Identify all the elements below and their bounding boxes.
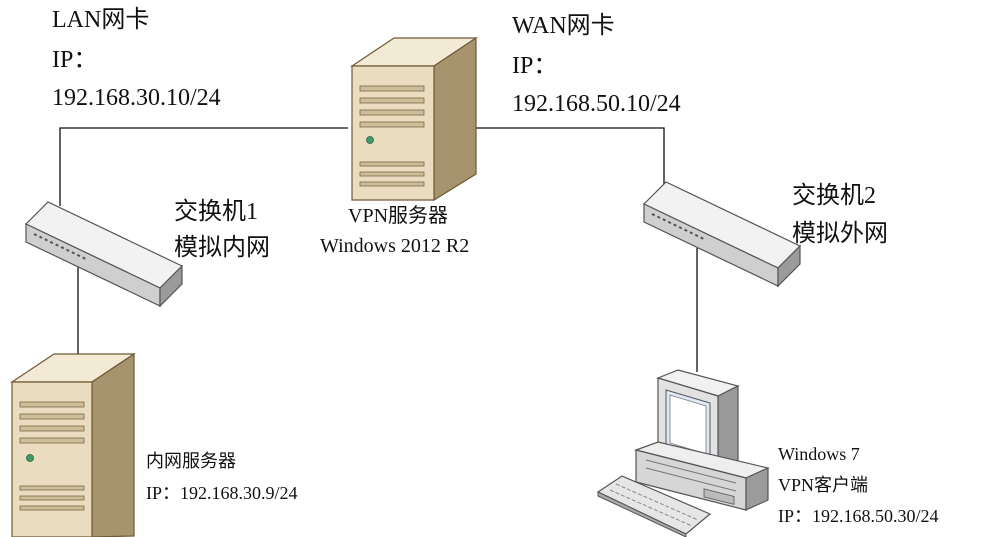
vpn-server-icon — [350, 36, 478, 202]
link-vpn-server-to-switch2 — [464, 127, 665, 188]
lan-nic-ip-label: IP： — [52, 47, 98, 73]
vpn-server-os: Windows 2012 R2 — [320, 235, 470, 257]
switch1-name: 交换机1 — [174, 199, 258, 225]
lan-nic-title: LAN网卡 — [52, 7, 150, 33]
intranet-server-name: 内网服务器 — [146, 451, 236, 471]
vpn-client-os: Windows 7 — [778, 444, 860, 464]
intranet-server-icon — [10, 352, 136, 537]
wan-nic-ip-label: IP： — [512, 53, 558, 79]
switch2-icon — [642, 181, 802, 288]
lan-nic-ip: 192.168.30.10/24 — [52, 85, 221, 111]
vpn-client-ip: IP：192.168.50.30/24 — [778, 506, 939, 526]
vpn-server-name: VPN服务器 — [348, 205, 449, 227]
switch1-icon — [24, 201, 184, 308]
switch1-role: 模拟内网 — [174, 235, 270, 261]
link-vpn-server-to-switch1 — [59, 127, 348, 206]
intranet-server-ip: IP：192.168.30.9/24 — [146, 483, 298, 503]
switch2-role: 模拟外网 — [792, 221, 888, 247]
wan-nic-title: WAN网卡 — [512, 13, 615, 39]
switch2-name: 交换机2 — [792, 183, 876, 209]
workstation-icon — [596, 369, 770, 537]
wan-nic-ip: 192.168.50.10/24 — [512, 91, 681, 117]
vpn-client-role: VPN客户端 — [778, 475, 869, 495]
